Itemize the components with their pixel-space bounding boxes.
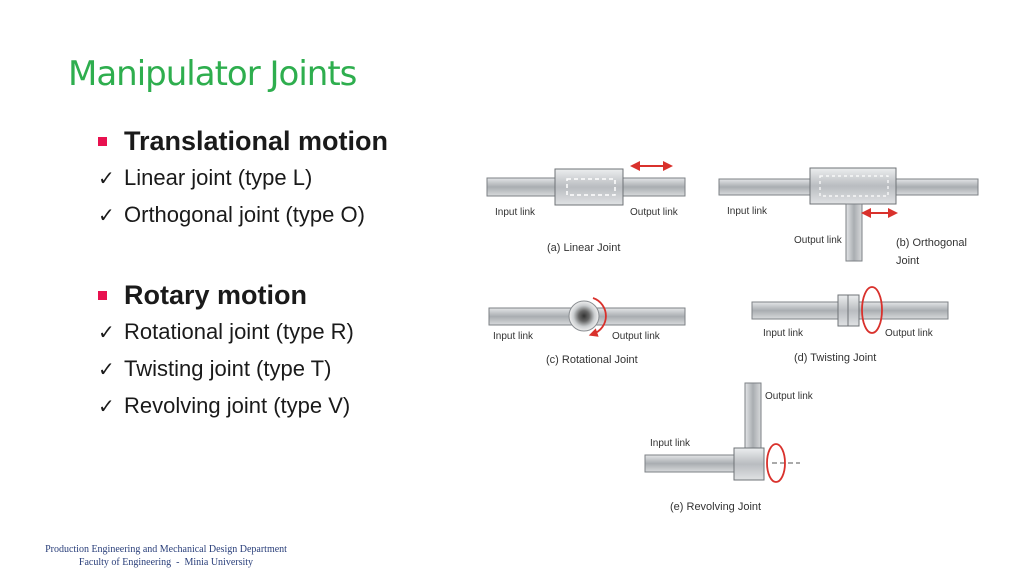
checkmark-icon: ✓ (98, 393, 115, 418)
list-item-text: Rotational joint (type R) (124, 318, 354, 344)
list-item: ✓ Twisting joint (type T) (98, 350, 354, 387)
checkmark-icon: ✓ (98, 202, 115, 227)
revolving-input-label: Input link (650, 438, 691, 449)
square-bullet-icon (98, 136, 107, 146)
list-item: ✓ Revolving joint (type V) (98, 387, 354, 424)
orthogonal-caption-line2: Joint (896, 255, 919, 267)
twisting-caption: (d) Twisting Joint (794, 352, 876, 364)
section-rotary: Rotary motion ✓ Rotational joint (type R… (98, 277, 354, 424)
list-item: ✓ Orthogonal joint (type O) (98, 196, 388, 233)
twisting-output-label: Output link (885, 328, 934, 339)
section-heading-text: Translational motion (124, 125, 389, 156)
checkmark-icon: ✓ (98, 319, 115, 344)
list-item-text: Twisting joint (type T) (124, 355, 332, 381)
list-item-text: Linear joint (type L) (124, 164, 313, 190)
list-item: ✓ Linear joint (type L) (98, 159, 388, 196)
linear-caption: (a) Linear Joint (547, 242, 620, 254)
list-item: ✓ Rotational joint (type R) (98, 313, 354, 350)
rotational-joint-diagram: Input link Output link (c) Rotational Jo… (488, 297, 686, 366)
revolving-caption: (e) Revolving Joint (670, 501, 761, 513)
section-translational: Translational motion ✓ Linear joint (typ… (98, 123, 388, 233)
section-heading: Translational motion (98, 123, 388, 159)
rotational-input-label: Input link (493, 331, 534, 342)
checkmark-icon: ✓ (98, 165, 115, 190)
rotational-caption: (c) Rotational Joint (546, 354, 638, 366)
checkmark-icon: ✓ (98, 356, 115, 381)
rotational-output-label: Output link (612, 331, 661, 342)
section-heading-text: Rotary motion (124, 279, 308, 310)
linear-input-label: Input link (495, 207, 536, 218)
footer-department: Production Engineering and Mechanical De… (45, 544, 287, 555)
list-item-text: Revolving joint (type V) (124, 392, 351, 418)
footer: Production Engineering and Mechanical De… (30, 543, 302, 569)
footer-university: Faculty of Engineering - Minia Universit… (78, 557, 254, 568)
orthogonal-output-label: Output link (794, 235, 843, 246)
orthogonal-joint-diagram: Input link Output link (b) Orthogonal Jo… (718, 167, 979, 267)
revolving-output-label: Output link (765, 391, 814, 402)
linear-output-label: Output link (630, 207, 679, 218)
section-heading: Rotary motion (98, 277, 354, 313)
revolving-joint-diagram: Output link Input link (e) Revolving Joi… (644, 382, 814, 513)
orthogonal-caption-line1: (b) Orthogonal (896, 237, 967, 249)
twisting-joint-diagram: Input link Output link (d) Twisting Join… (751, 286, 949, 364)
joint-types-figure: Input link Output link (a) Linear Joint … (486, 161, 979, 513)
orthogonal-input-label: Input link (727, 206, 768, 217)
twisting-input-label: Input link (763, 328, 804, 339)
square-bullet-icon (98, 290, 107, 300)
list-item-text: Orthogonal joint (type O) (124, 201, 365, 227)
slide-title: Manipulator Joints (68, 54, 357, 94)
linear-joint-diagram: Input link Output link (a) Linear Joint (486, 161, 686, 254)
